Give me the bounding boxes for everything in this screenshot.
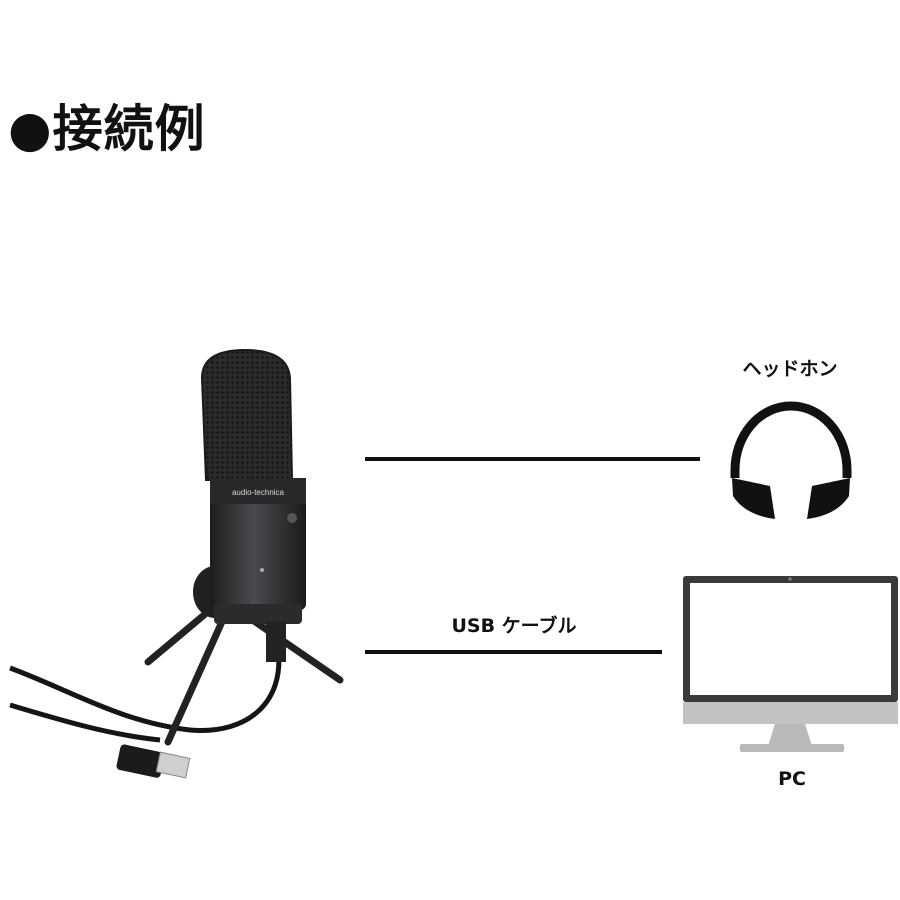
microphone: audio-technica xyxy=(200,348,306,662)
usb-cable-wire-lower xyxy=(9,702,161,743)
pc-label: PC xyxy=(778,768,806,790)
usb-cable-wire xyxy=(9,647,282,733)
headphone-label: ヘッドホン xyxy=(742,358,838,380)
usb-cable-label: USB ケーブル xyxy=(451,615,577,637)
page-title: ●接続例 xyxy=(8,100,206,158)
headphone-icon xyxy=(730,401,852,519)
pc-monitor-icon xyxy=(683,576,898,752)
usb-plug xyxy=(116,744,191,779)
mic-brand-text: audio-technica xyxy=(232,488,285,497)
